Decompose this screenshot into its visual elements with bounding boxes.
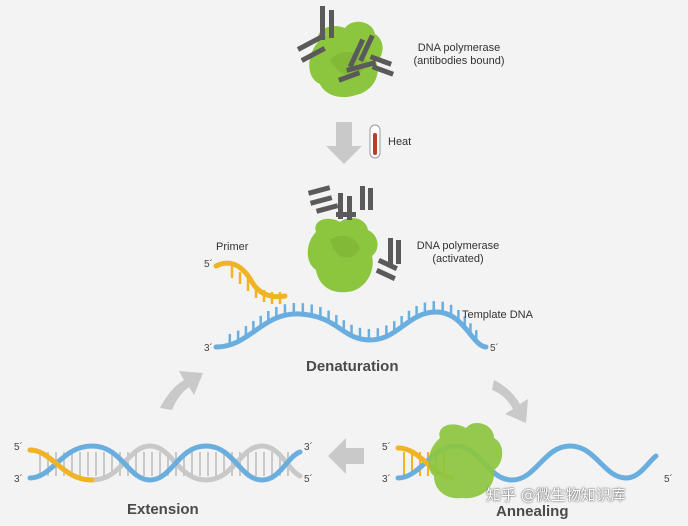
heat-label: Heat — [388, 136, 412, 148]
polymerase-bound — [296, 6, 395, 98]
down-arrow-icon — [326, 122, 362, 164]
primer-label: Primer — [216, 241, 249, 253]
ext-5prime-left: 5´ — [14, 442, 23, 453]
antibody-y-icon — [296, 6, 395, 83]
template-dna-strand — [213, 301, 489, 350]
polymerase-bound-line2: (antibodies bound) — [413, 55, 505, 67]
template-3prime-label: 3´ — [204, 343, 213, 354]
polymerase-bound-label: DNA polymerase (antibodies bound) — [400, 42, 518, 68]
polymerase-activated — [307, 185, 401, 293]
thermometer-icon — [369, 124, 381, 159]
polymerase-active-line1: DNA polymerase — [416, 240, 500, 252]
polymerase-active-line2: (activated) — [432, 253, 484, 265]
primer-5prime-label: 5´ — [204, 259, 213, 270]
denaturation-title: Denaturation — [306, 358, 399, 375]
polymerase-active-label: DNA polymerase (activated) — [402, 240, 514, 266]
primer-strand — [213, 260, 288, 304]
free-antibodies — [307, 185, 401, 281]
extension-helix — [27, 443, 303, 483]
polymerase-blob-icon — [428, 423, 503, 499]
ext-3prime-right: 3´ — [304, 442, 313, 453]
annealing-title: Annealing — [496, 503, 569, 520]
ext-3prime-left: 3´ — [14, 474, 23, 485]
annealing-helix — [395, 423, 659, 499]
polymerase-bound-line1: DNA polymerase — [417, 42, 501, 54]
ann-5prime-right: 5´ — [664, 474, 673, 485]
extension-title: Extension — [127, 501, 199, 518]
left-arrow-icon — [328, 438, 364, 474]
cycle-arrow-icon — [492, 380, 528, 423]
template-dna-label: Template DNA — [462, 309, 533, 321]
ext-5prime-right: 5´ — [304, 474, 313, 485]
ann-3prime-left: 3´ — [382, 474, 391, 485]
ann-5prime-left: 5´ — [382, 442, 391, 453]
cycle-arrow-icon — [160, 371, 203, 410]
watermark: 知乎 @微生物知识库 — [486, 486, 626, 504]
template-5prime-label: 5´ — [490, 343, 499, 354]
